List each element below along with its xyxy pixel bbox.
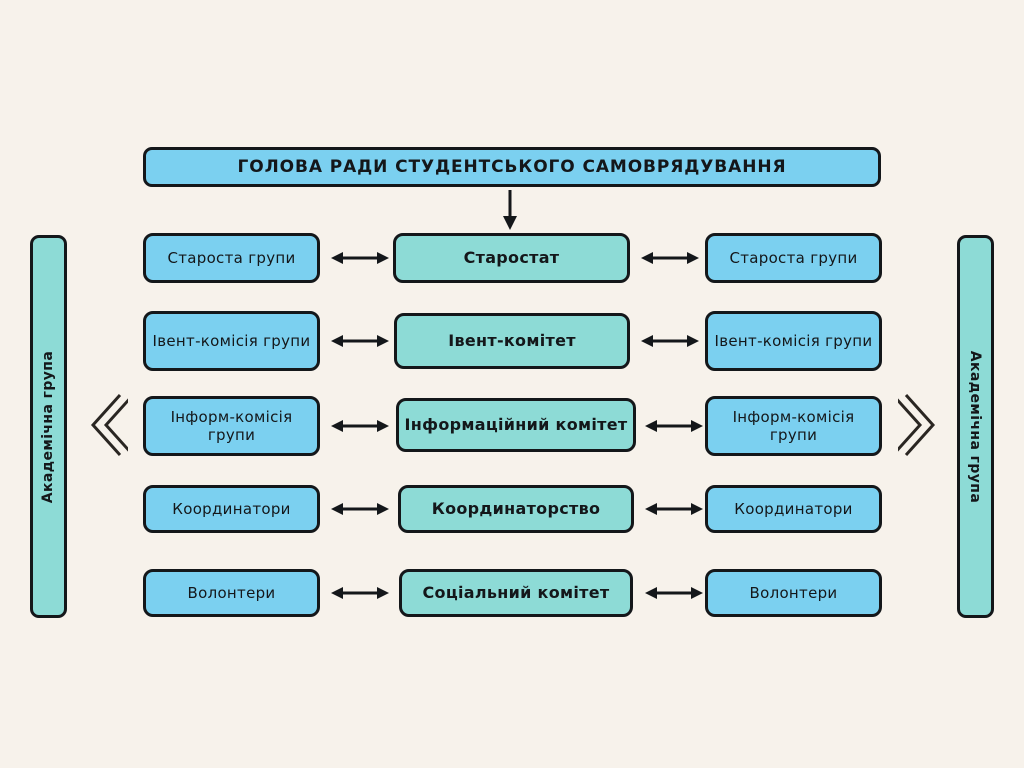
row-1-left-label: Староста групи <box>167 248 296 267</box>
row-5-right-label: Волонтери <box>749 583 838 602</box>
row-1-left-connector-arrow <box>331 252 389 264</box>
academic-group-label-left: Академічна група <box>40 350 57 503</box>
row-3-left-box: Інформ-комісія групи <box>143 396 320 456</box>
row-5-right-connector-arrow <box>645 587 703 599</box>
row-4-right-box: Координатори <box>705 485 882 533</box>
row-4-left-box: Координатори <box>143 485 320 533</box>
row-4-left-label: Координатори <box>172 499 291 518</box>
row-3-right-label: Інформ-комісія групи <box>732 407 855 444</box>
row-1-left-box: Староста групи <box>143 233 320 283</box>
row-5-left-connector-arrow <box>331 587 389 599</box>
row-4-right-connector-arrow <box>645 503 703 515</box>
row-1-right-box: Староста групи <box>705 233 882 283</box>
academic-group-panel-right: Академічна група <box>957 235 994 618</box>
chevron-right-icon <box>898 393 936 457</box>
row-2-left-label: Івент-комісія групи <box>152 331 311 350</box>
row-2-center-label: Івент-комітет <box>448 331 576 351</box>
row-4-right-label: Координатори <box>734 499 853 518</box>
row-2-right-connector-arrow <box>641 335 699 347</box>
chevron-left-icon <box>90 393 128 457</box>
row-1-right-connector-arrow <box>641 252 699 264</box>
row-3-left-label: Інформ-комісія групи <box>170 407 293 444</box>
row-4-left-connector-arrow <box>331 503 389 515</box>
row-5-left-box: Волонтери <box>143 569 320 617</box>
row-3-center-box: Інформаційний комітет <box>396 398 636 452</box>
academic-group-label-right: Академічна група <box>967 350 984 503</box>
row-5-center-box: Соціальний комітет <box>399 569 633 617</box>
row-3-right-connector-arrow <box>645 420 703 432</box>
row-2-center-box: Івент-комітет <box>394 313 630 369</box>
row-1-right-label: Староста групи <box>729 248 858 267</box>
row-3-left-connector-arrow <box>331 420 389 432</box>
row-3-right-box: Інформ-комісія групи <box>705 396 882 456</box>
row-1-center-box: Старостат <box>393 233 630 283</box>
row-4-center-box: Координаторство <box>398 485 634 533</box>
row-2-right-label: Івент-комісія групи <box>714 331 873 350</box>
row-5-center-label: Соціальний комітет <box>422 583 610 603</box>
row-5-left-label: Волонтери <box>187 583 276 602</box>
chairperson-title-label: ГОЛОВА РАДИ СТУДЕНТСЬКОГО САМОВРЯДУВАННЯ <box>237 156 787 177</box>
chairperson-title-box: ГОЛОВА РАДИ СТУДЕНТСЬКОГО САМОВРЯДУВАННЯ <box>143 147 881 187</box>
row-2-left-connector-arrow <box>331 335 389 347</box>
row-5-right-box: Волонтери <box>705 569 882 617</box>
academic-group-panel-left: Академічна група <box>30 235 67 618</box>
row-2-left-box: Івент-комісія групи <box>143 311 320 371</box>
row-3-center-label: Інформаційний комітет <box>404 415 628 435</box>
row-2-right-box: Івент-комісія групи <box>705 311 882 371</box>
row-1-center-label: Старостат <box>463 248 560 268</box>
row-4-center-label: Координаторство <box>431 499 601 519</box>
down-arrow-title-to-starostat <box>503 190 517 230</box>
